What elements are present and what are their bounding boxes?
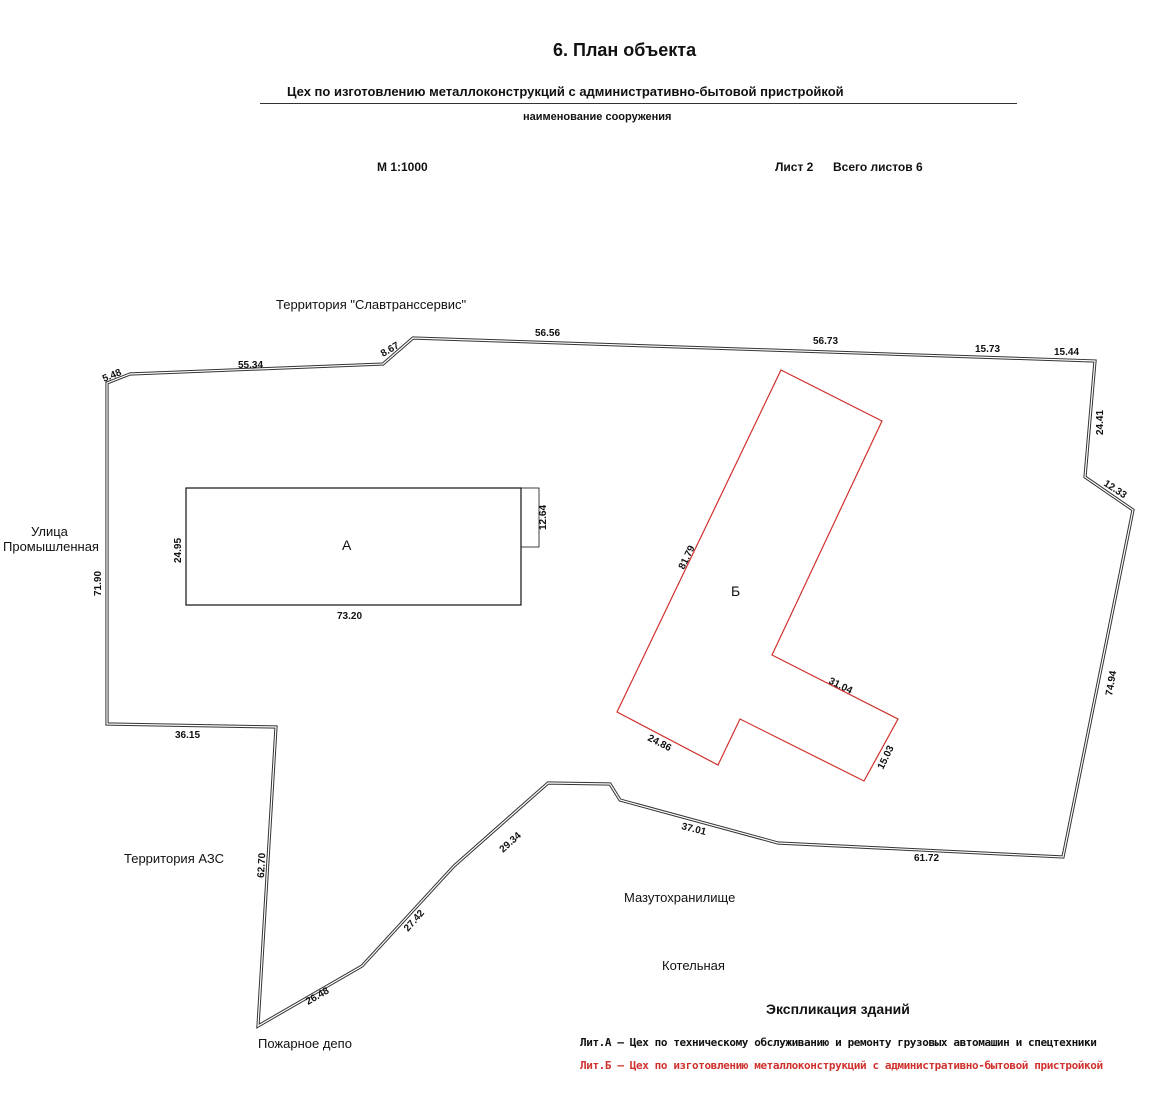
building-a-annex — [520, 487, 540, 548]
object-name: Цех по изготовлению металлоконструкций с… — [287, 84, 844, 99]
label-street-line1: Улица — [31, 524, 69, 539]
boundary-dim: 61.72 — [914, 853, 939, 864]
boundary-dim: 27.42 — [402, 908, 427, 934]
boundary-dim: 71.90 — [93, 571, 104, 596]
boundary-dim: 62.70 — [256, 852, 268, 878]
boundary-dim: 36.15 — [175, 730, 200, 741]
plot-boundary — [105, 336, 1135, 1029]
building-b-dim-4: 24.86 — [646, 733, 674, 754]
boundary-dim: 24.41 — [1095, 410, 1106, 435]
total-sheets: Всего листов 6 — [833, 160, 923, 174]
boundary-dim: 26.48 — [304, 985, 332, 1007]
boundary-dim: 15.44 — [1054, 347, 1079, 358]
label-north-territory: Территория "Славтранссервис" — [276, 297, 467, 312]
building-a-outline — [185, 487, 522, 606]
boundary-dim: 56.56 — [535, 328, 560, 339]
label-boiler-house: Котельная — [662, 958, 725, 973]
building-a-label: А — [342, 537, 352, 553]
scale-label: М 1:1000 — [377, 160, 428, 174]
object-caption: наименование сооружения — [523, 111, 672, 123]
sheet-number: Лист 2 — [775, 160, 814, 174]
object-name-underline — [260, 103, 1017, 104]
building-b-dim-3: 15.03 — [876, 744, 897, 772]
neighbor-labels: Территория "Славтранссервис" Улица Промы… — [3, 297, 735, 1051]
building-b-outline — [616, 369, 899, 782]
building-a-height: 24.95 — [173, 538, 184, 563]
label-fuel-storage: Мазутохранилище — [624, 890, 735, 905]
label-fire-depot: Пожарное депо — [258, 1036, 352, 1051]
label-gas-station: Территория АЗС — [124, 851, 224, 866]
building-a-width: 73.20 — [337, 611, 362, 622]
boundary-dim: 29.34 — [498, 830, 524, 855]
legend-title: Экспликация зданий — [766, 1001, 910, 1017]
legend-item-b: Лит.Б – Цех по изготовлению металлоконст… — [580, 1059, 1103, 1072]
building-b-dim-1: 81.79 — [677, 544, 698, 572]
label-street-line2: Промышленная — [3, 539, 99, 554]
building-b-dim-2: 31.04 — [827, 676, 855, 697]
building-a: А 73.20 24.95 12.64 — [173, 487, 549, 622]
boundary-dim: 74.94 — [1104, 670, 1119, 697]
legend-item-a: Лит.А – Цех по техническому обслуживанию… — [580, 1036, 1097, 1049]
page-title: 6. План объекта — [553, 40, 697, 60]
building-b-label: Б — [731, 583, 740, 599]
building-b: Б 81.79 31.04 15.03 24.86 — [616, 369, 899, 782]
boundary-dim: 15.73 — [975, 344, 1000, 355]
building-a-annex-dim: 12.64 — [538, 505, 549, 530]
boundary-dimensions: 5.48 55.34 8.67 56.56 56.73 15.73 15.44 … — [93, 328, 1129, 1008]
boundary-dim: 56.73 — [813, 336, 838, 347]
boundary-dim: 55.34 — [238, 360, 263, 371]
